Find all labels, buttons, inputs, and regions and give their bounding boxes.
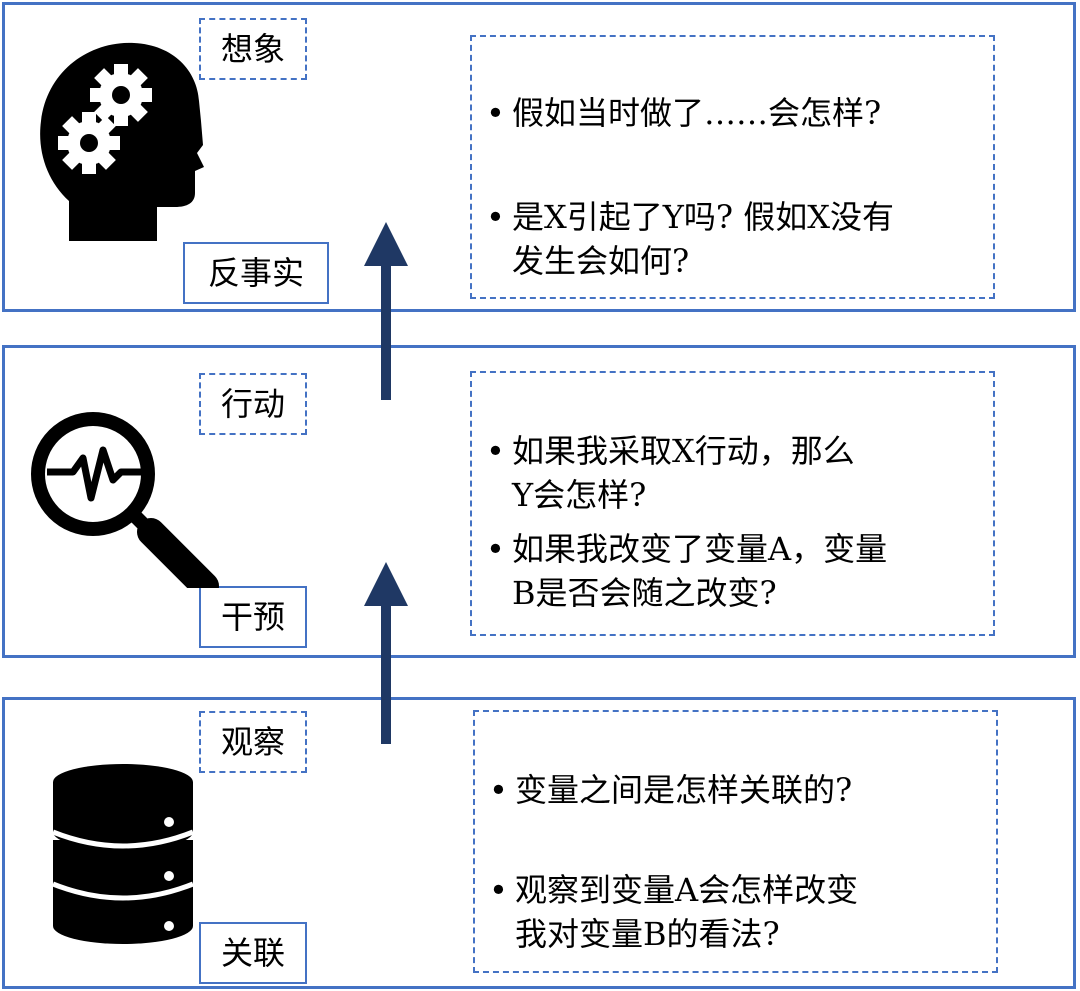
question-text: 如果我采取X行动，那么	[512, 432, 855, 470]
bullet-icon: •	[486, 198, 505, 236]
question-text: B是否会随之改变?	[512, 574, 777, 612]
question-text: Y会怎样?	[512, 476, 647, 514]
question-box-observation: • 变量之间是怎样关联的? • 观察到变量A会怎样改变 我对变量B的看法?	[473, 710, 998, 973]
level-label-observation: 关联	[199, 922, 307, 984]
question-box-action: • 如果我采取X行动，那么 Y会怎样? • 如果我改变了变量A，变量 B是否会随…	[470, 371, 995, 636]
level-label-imagination: 反事实	[183, 242, 329, 304]
rung-label-observation: 观察	[199, 711, 307, 773]
rung-label-action: 行动	[199, 373, 307, 435]
level-panel-imagination: 想象 反事实	[2, 2, 1076, 312]
database-icon	[49, 764, 197, 944]
question-text: 是X引起了Y吗? 假如X没有	[512, 198, 895, 236]
bullet-icon: •	[486, 432, 505, 470]
question-text: 发生会如何?	[512, 242, 690, 280]
up-arrow-observation-to-action	[364, 562, 408, 744]
question-text: 变量之间是怎样关联的?	[515, 771, 853, 809]
up-arrow-action-to-imagination	[364, 222, 408, 400]
bullet-icon: •	[489, 871, 508, 909]
bullet-icon: •	[486, 94, 505, 132]
question-text: 如果我改变了变量A，变量	[512, 530, 888, 568]
bullet-icon: •	[486, 530, 505, 568]
question-box-imagination: • 假如当时做了……会怎样? • 是X引起了Y吗? 假如X没有 发生会如何?	[470, 35, 995, 299]
question-text: 假如当时做了……会怎样?	[512, 94, 882, 132]
magnifier-pulse-icon	[25, 408, 225, 588]
question-text: 观察到变量A会怎样改变	[515, 871, 859, 909]
level-panel-action: 行动 干预 • 如果我采取X行动，那么 Y会怎样? • 如果我改变了变量A，变量…	[2, 345, 1076, 658]
bullet-icon: •	[489, 771, 508, 809]
question-text: 我对变量B的看法?	[515, 915, 780, 953]
level-panel-observation: 观察 关联 • 变量之间是怎样关联的? • 观察到变量A会怎样改变 我对变量	[2, 697, 1076, 989]
level-label-action: 干预	[199, 586, 307, 648]
rung-label-imagination: 想象	[199, 18, 307, 80]
head-gears-icon	[39, 41, 204, 241]
